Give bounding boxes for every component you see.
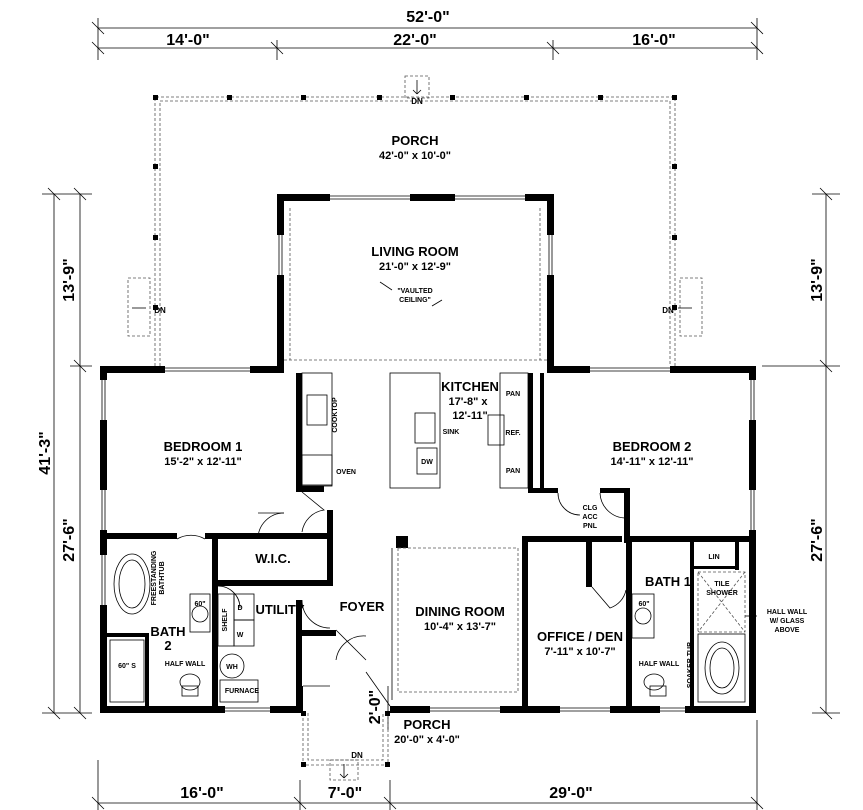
left-total-dim: 41'-3" <box>37 431 54 474</box>
shelf-label: SHELF <box>222 608 229 632</box>
porch-rear-name: PORCH <box>392 133 439 148</box>
furnace-label: FURNACE <box>225 688 260 695</box>
bedroom1-name: BEDROOM 1 <box>164 439 243 454</box>
living-room-size: 21'-0" x 12'-9" <box>379 261 451 273</box>
front-porch-outline <box>301 711 390 781</box>
hall-wall-label-3: ABOVE <box>775 627 800 634</box>
dn-label-right: DN <box>662 306 674 315</box>
bath2-name: BATH <box>150 624 185 639</box>
utility-name: UTILITY <box>255 602 304 617</box>
vaulted-arrow-right <box>431 299 443 307</box>
dn-label-rear: DN <box>411 97 423 106</box>
dn-label-front: DN <box>351 751 363 760</box>
bath2-number: 2 <box>164 638 171 653</box>
sink-label: SINK <box>443 429 460 436</box>
windows <box>100 194 756 713</box>
door-swings <box>176 491 627 707</box>
office-size: 7'-11" x 10'-7" <box>544 646 615 658</box>
hall-wall-label-2: W/ GLASS <box>770 618 805 625</box>
bath1-sink-size: 60" <box>638 601 649 608</box>
bath1-name: BATH 1 <box>645 574 691 589</box>
freestanding-label-2: BATHTUB <box>159 561 166 594</box>
bottom-middle-dim: 7'-0" <box>328 785 363 802</box>
bedroom2-name: BEDROOM 2 <box>613 439 692 454</box>
kitchen-name: KITCHEN <box>441 379 499 394</box>
ref-label: REF. <box>505 430 520 437</box>
rear-porch-outline <box>127 75 703 366</box>
washer-label: W <box>237 632 244 639</box>
hall-wall-label-1: HALL WALL <box>767 609 808 616</box>
soaker-tub-label: SOAKER TUB <box>687 642 694 688</box>
vaulted-arrow-left <box>379 281 393 291</box>
kitchen-fixtures <box>284 208 547 489</box>
vaulted-note-2: CEILING" <box>399 297 431 304</box>
clg-label: CLG <box>583 505 598 512</box>
kitchen-size-1: 17'-8" x <box>448 396 488 408</box>
top-right-dim: 16'-0" <box>632 32 675 49</box>
oven-label: OVEN <box>336 469 356 476</box>
right-upper-dim: 13'-9" <box>809 258 826 301</box>
interior-walls <box>107 373 749 711</box>
porch-step-dim: 2'-0" <box>367 690 384 725</box>
bedroom1-size: 15'-2" x 12'-11" <box>164 456 241 468</box>
bath2-sink-size: 60" <box>194 601 205 608</box>
bath1-fixtures <box>631 571 746 703</box>
porch-front-name: PORCH <box>404 717 451 732</box>
bottom-right-dim: 29'-0" <box>549 785 592 802</box>
cooktop-label: COOKTOP <box>332 397 339 433</box>
pnl-label: PNL <box>583 523 598 530</box>
dimension-lines <box>42 18 840 810</box>
foyer-name: FOYER <box>340 599 385 614</box>
wic-name: W.I.C. <box>255 551 290 566</box>
bath2-shower-size: 60" S <box>118 663 136 670</box>
bath2-fixtures <box>109 553 259 703</box>
acc-label: ACC <box>582 514 597 521</box>
dining-name: DINING ROOM <box>415 604 505 619</box>
left-lower-dim: 27'-6" <box>61 518 78 561</box>
living-room-name: LIVING ROOM <box>371 244 458 259</box>
top-middle-dim: 22'-0" <box>393 32 436 49</box>
freestanding-label-1: FREESTANDING <box>151 550 158 605</box>
bath2-half-wall: HALF WALL <box>165 661 206 668</box>
vaulted-note-1: "VAULTED <box>397 288 432 295</box>
dw-label: DW <box>421 459 433 466</box>
left-upper-dim: 13'-9" <box>61 258 78 301</box>
dryer-label: D <box>237 605 242 612</box>
lin-label: LIN <box>708 554 719 561</box>
tile-label-1: TILE <box>714 581 729 588</box>
right-lower-dim: 27'-6" <box>809 518 826 561</box>
office-name: OFFICE / DEN <box>537 629 623 644</box>
kitchen-size-2: 12'-11" <box>452 410 487 422</box>
bedroom2-size: 14'-11" x 12'-11" <box>611 456 694 468</box>
bath1-half-wall: HALF WALL <box>639 661 680 668</box>
dn-label-left: DN <box>154 306 166 315</box>
pan-label-2: PAN <box>506 468 520 475</box>
porch-rear-size: 42'-0" x 10'-0" <box>379 150 451 162</box>
dining-size: 10'-4" x 13'-7" <box>424 621 496 633</box>
overall-width-label: 52'-0" <box>406 9 449 26</box>
top-left-dim: 14'-0" <box>166 32 209 49</box>
porch-front-size: 20'-0" x 4'-0" <box>394 734 460 746</box>
bottom-left-dim: 16'-0" <box>180 785 223 802</box>
water-heater-label: WH <box>226 664 238 671</box>
pan-label-1: PAN <box>506 391 520 398</box>
tile-label-2: SHOWER <box>706 590 738 597</box>
